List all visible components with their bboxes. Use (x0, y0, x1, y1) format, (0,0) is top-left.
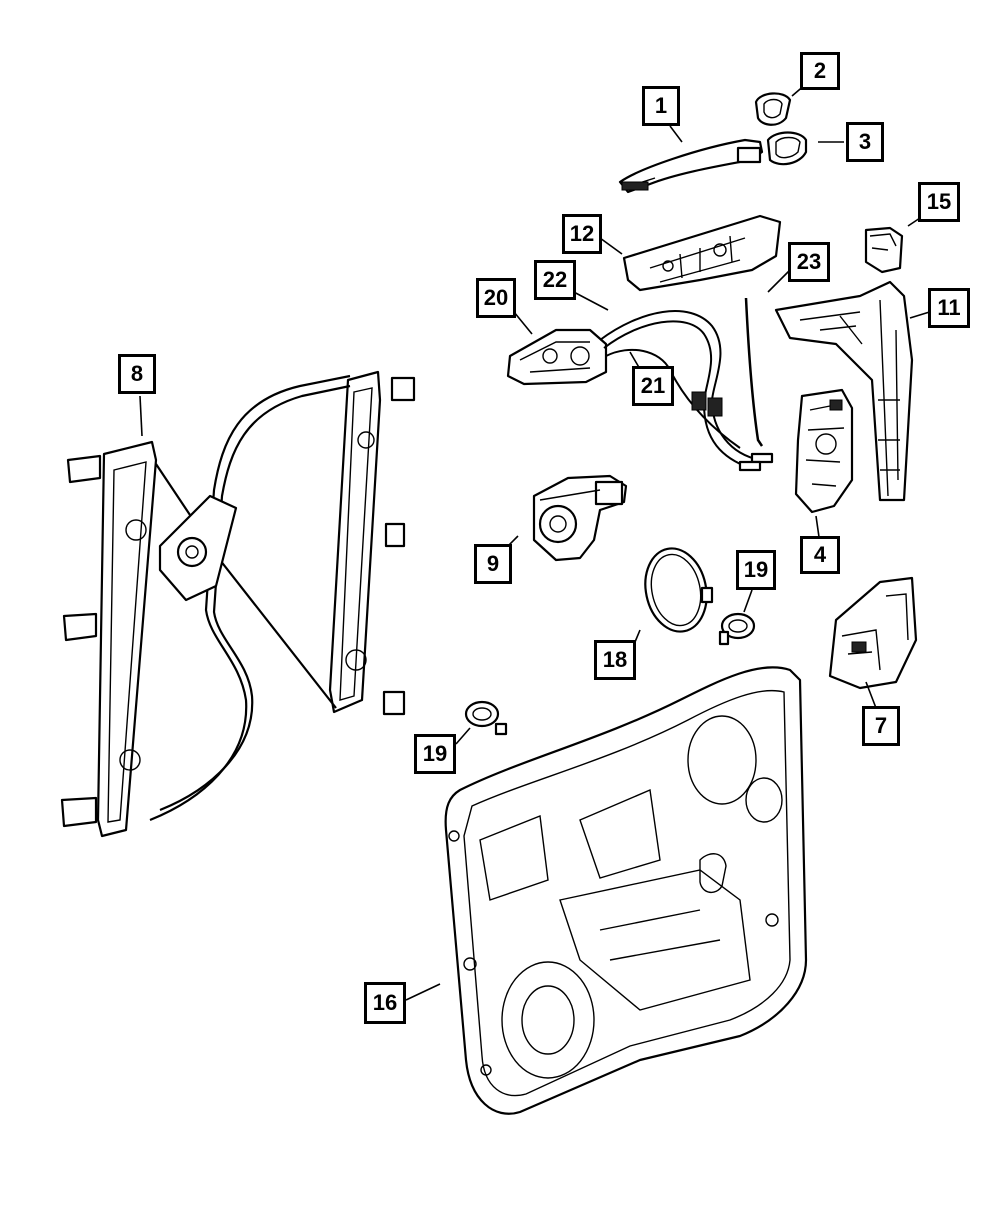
part-handle-bracket (622, 214, 782, 292)
part-grommet-left (464, 700, 508, 736)
callout-11: 11 (928, 288, 970, 328)
callout-3: 3 (846, 122, 884, 162)
callout-18: 18 (594, 640, 636, 680)
part-grommet-right (718, 612, 756, 646)
callout-4: 4 (800, 536, 840, 574)
callout-19-right: 19 (736, 550, 776, 590)
part-handle-cap (754, 92, 792, 126)
part-latch-module (828, 576, 918, 690)
part-lock-rod (744, 297, 764, 447)
callout-23: 23 (788, 242, 830, 282)
callout-22: 22 (534, 260, 576, 300)
callout-20: 20 (476, 278, 516, 318)
callout-12: 12 (562, 214, 602, 254)
callout-19-left: 19 (414, 734, 456, 774)
part-exterior-handle (618, 138, 764, 194)
callout-15: 15 (918, 182, 960, 222)
part-door-latch (794, 388, 854, 514)
part-window-regulator (60, 370, 416, 838)
part-speaker-ring (644, 547, 714, 633)
part-bracket-cap (864, 226, 904, 274)
callout-9: 9 (474, 544, 512, 584)
callout-7: 7 (862, 706, 900, 746)
callout-8: 8 (118, 354, 156, 394)
part-door-module (444, 666, 808, 1115)
part-lock-actuator (506, 328, 608, 386)
part-actuator-cables (599, 310, 774, 472)
callout-16: 16 (364, 982, 406, 1024)
leader-lines (139, 83, 937, 1001)
callout-21: 21 (632, 366, 674, 406)
callout-2: 2 (800, 52, 840, 90)
callout-1: 1 (642, 86, 680, 126)
part-latch-bracket (774, 280, 914, 502)
part-handle-bezel (766, 131, 808, 166)
part-window-motor (532, 474, 628, 562)
